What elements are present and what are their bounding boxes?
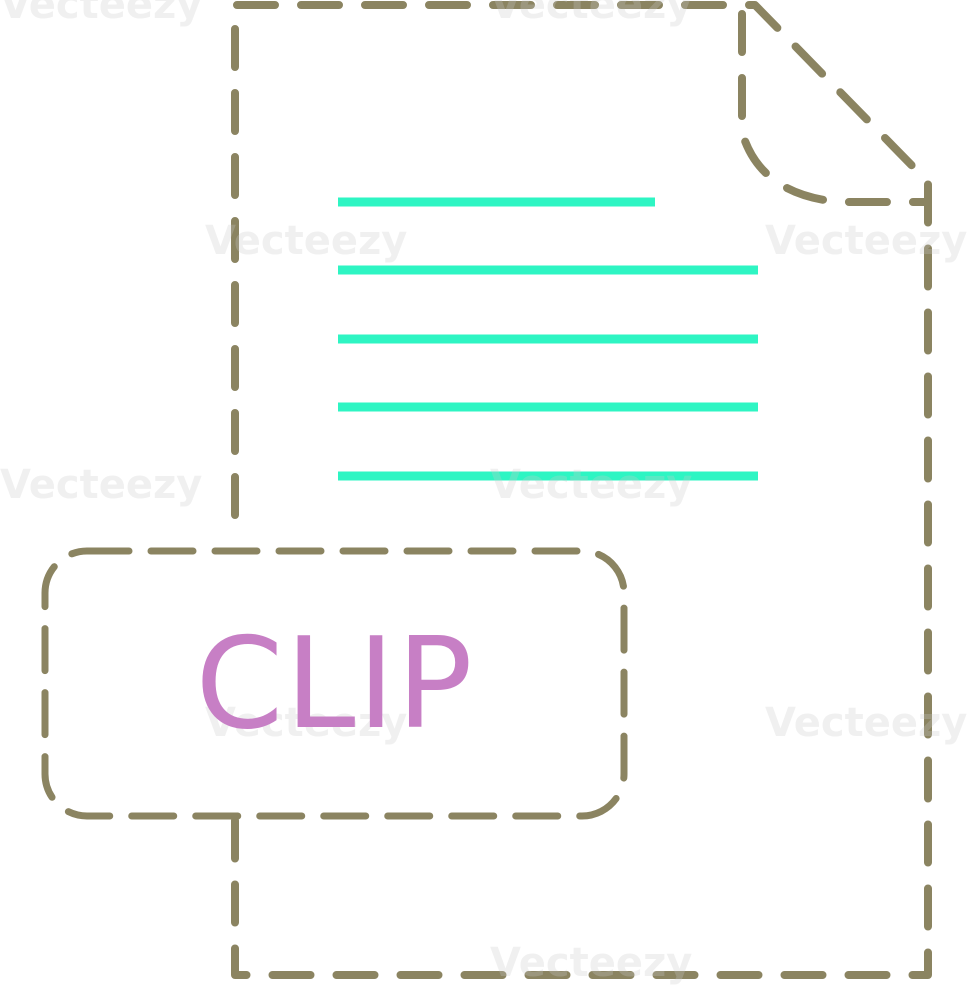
label-box: [41, 547, 628, 820]
file-extension-label: CLIP: [195, 610, 475, 757]
document-outline: [231, 1, 932, 979]
folded-corner: [738, 10, 932, 206]
text-lines: [338, 197, 758, 481]
